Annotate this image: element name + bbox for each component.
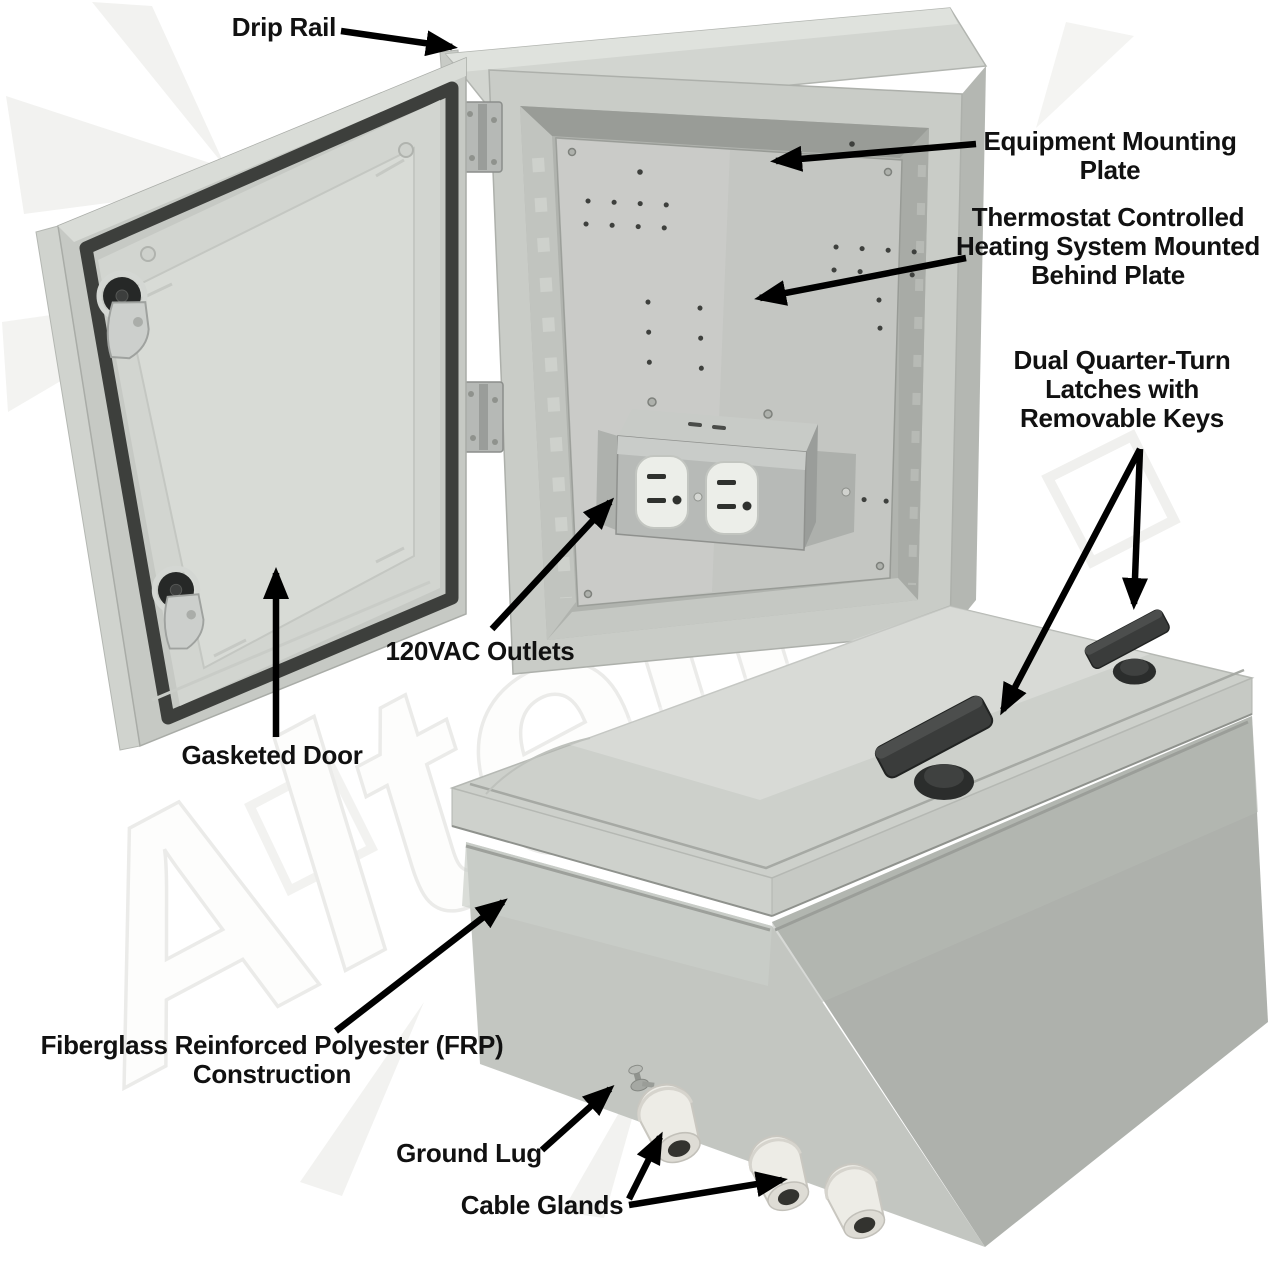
gasketed-door <box>35 56 467 751</box>
label-line: Fiberglass Reinforced Polyester (FRP) <box>40 1030 504 1060</box>
hinge-bottom <box>462 381 504 453</box>
plate-screws <box>567 147 893 599</box>
arrow-cable-gland-a <box>626 1131 663 1201</box>
label-drip-rail: Drip Rail <box>231 12 337 42</box>
arrow-equipment-mounting-plate <box>770 140 977 172</box>
cable-gland-3 <box>824 1163 886 1240</box>
label-line: Dual Quarter-Turn <box>1013 345 1231 375</box>
plate-holes <box>583 198 919 523</box>
label-line: Removable Keys <box>1020 403 1224 434</box>
quarter-turn-latch-rear <box>1084 609 1170 685</box>
label-line: Behind Plate <box>1031 260 1185 291</box>
label-frp-construction: Fiberglass Reinforced Polyester (FRP) Co… <box>8 1030 536 1090</box>
callout-arrows <box>263 27 1148 1209</box>
arrow-latch-front <box>1000 447 1143 716</box>
hinge-top <box>461 101 503 173</box>
label-cable-glands: Cable Glands <box>460 1190 624 1220</box>
label-equipment-mounting-plate: Equipment Mounting Plate <box>958 126 1262 186</box>
closed-body-front-face <box>466 842 985 1247</box>
label-line: Thermostat Controlled <box>971 202 1245 232</box>
arrow-latch-rear <box>1122 448 1148 610</box>
label-thermostat-heating: Thermostat Controlled Heating System Mou… <box>946 202 1270 291</box>
label-line: Heating System Mounted <box>956 231 1260 262</box>
arrow-outlets <box>489 497 615 632</box>
arrow-drip-rail <box>340 27 458 57</box>
label-gasketed-door: Gasketed Door <box>181 740 363 770</box>
closed-enclosure <box>449 605 1268 1247</box>
label-line: Plate <box>1079 155 1141 186</box>
arrow-thermostat-heating <box>754 254 967 306</box>
label-line: Construction <box>192 1059 352 1090</box>
door-latch-bottom <box>151 565 205 650</box>
duplex-outlet-left <box>635 455 689 529</box>
label-line: Equipment Mounting <box>983 126 1237 156</box>
door-gasket <box>79 81 459 725</box>
arrow-ground-lug <box>539 1084 615 1153</box>
quarter-turn-latch-front <box>874 695 994 800</box>
arrow-frp <box>334 898 508 1034</box>
outlet-box <box>596 409 856 551</box>
arrow-cable-gland-b <box>628 1171 788 1209</box>
door-latch-top <box>96 270 150 360</box>
label-dual-latches: Dual Quarter-Turn Latches with Removable… <box>982 345 1262 434</box>
ground-lug <box>628 1064 655 1092</box>
label-ground-lug: Ground Lug <box>396 1138 542 1168</box>
label-120vac-outlets: 120VAC Outlets <box>385 636 575 666</box>
closed-lid <box>449 605 1255 917</box>
duplex-outlet-right <box>705 461 759 535</box>
label-line: Latches with <box>1045 374 1199 405</box>
